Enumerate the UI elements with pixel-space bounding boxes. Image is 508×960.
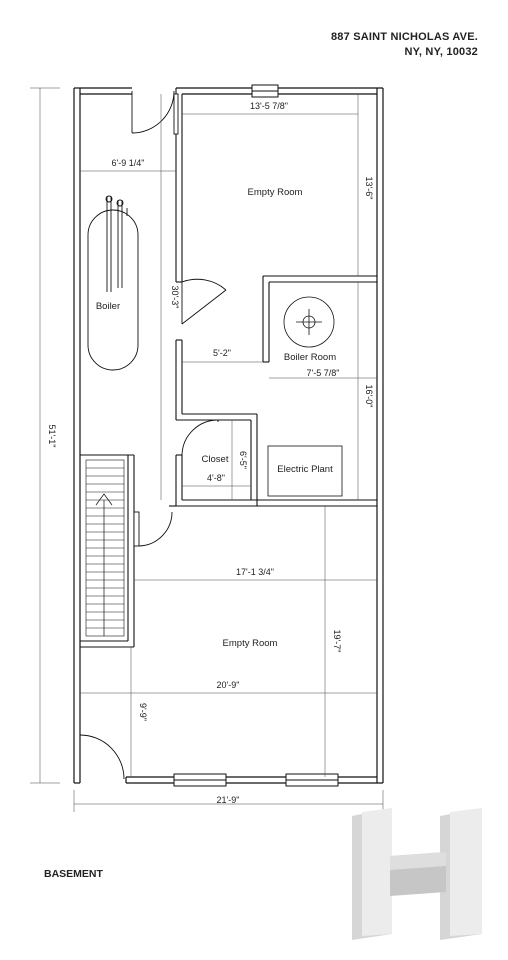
dim-lower-width: 20'-9": [217, 680, 240, 690]
room-label-electric-plant: Electric Plant: [277, 464, 333, 475]
address-line-1: 887 SAINT NICHOLAS AVE.: [330, 31, 478, 43]
dimension-lines: [30, 87, 384, 812]
exterior-walls: [73, 87, 384, 784]
electric-plant-box: [267, 445, 343, 497]
stair-treads: [86, 467, 124, 629]
dim-boiler-room-width: 7'-5 7/8": [307, 368, 340, 378]
room-labels: Empty Room Boiler Boiler Room Closet Ele…: [96, 187, 336, 649]
dim-boiler-room-depth: 16'-0": [364, 385, 374, 408]
dim-overall-depth: 51'-1": [47, 425, 57, 448]
dim-bottom-room-width: 17'-1 3/4": [236, 567, 274, 577]
dim-bottom-room-depth: 19'-7": [332, 630, 342, 653]
room-label-boiler: Boiler: [96, 301, 120, 312]
bottom-windows: [173, 773, 339, 787]
dim-corridor-length: 30'-3": [170, 286, 180, 309]
dim-overall-width: 21'-9": [217, 795, 240, 805]
dimension-labels: 13'-5 7/8" 13'-6" 6'-9 1/4" 30'-3" 5'-2"…: [47, 101, 374, 805]
top-window: [251, 84, 279, 98]
interior-walls: [80, 88, 377, 648]
doors: [79, 90, 227, 780]
dim-top-room-depth: 13'-6": [364, 177, 374, 200]
dim-closet-width: 4'-8": [207, 473, 225, 483]
dim-closet-depth: 6'-5": [238, 451, 248, 469]
sheet-label: BASEMENT: [44, 868, 103, 880]
boiler-tank: [87, 195, 139, 371]
room-label-empty-top: Empty Room: [248, 187, 303, 198]
room-label-boiler-room: Boiler Room: [284, 352, 336, 363]
dim-passage-width: 5'-2": [213, 348, 231, 358]
dim-front-depth: 9'-9": [138, 703, 148, 721]
room-label-empty-bottom: Empty Room: [223, 638, 278, 649]
dim-corridor-width: 6'-9 1/4": [112, 158, 145, 168]
h-logo-icon: [352, 808, 482, 940]
boiler-fixture-icon: [283, 296, 335, 348]
dim-top-room-width: 13'-5 7/8": [250, 101, 288, 111]
address-block: 887 SAINT NICHOLAS AVE. NY, NY, 10032: [331, 30, 478, 60]
room-label-closet: Closet: [202, 454, 229, 465]
stair-arrow-icon: [95, 493, 113, 636]
address-line-2: NY, NY, 10032: [404, 46, 478, 58]
